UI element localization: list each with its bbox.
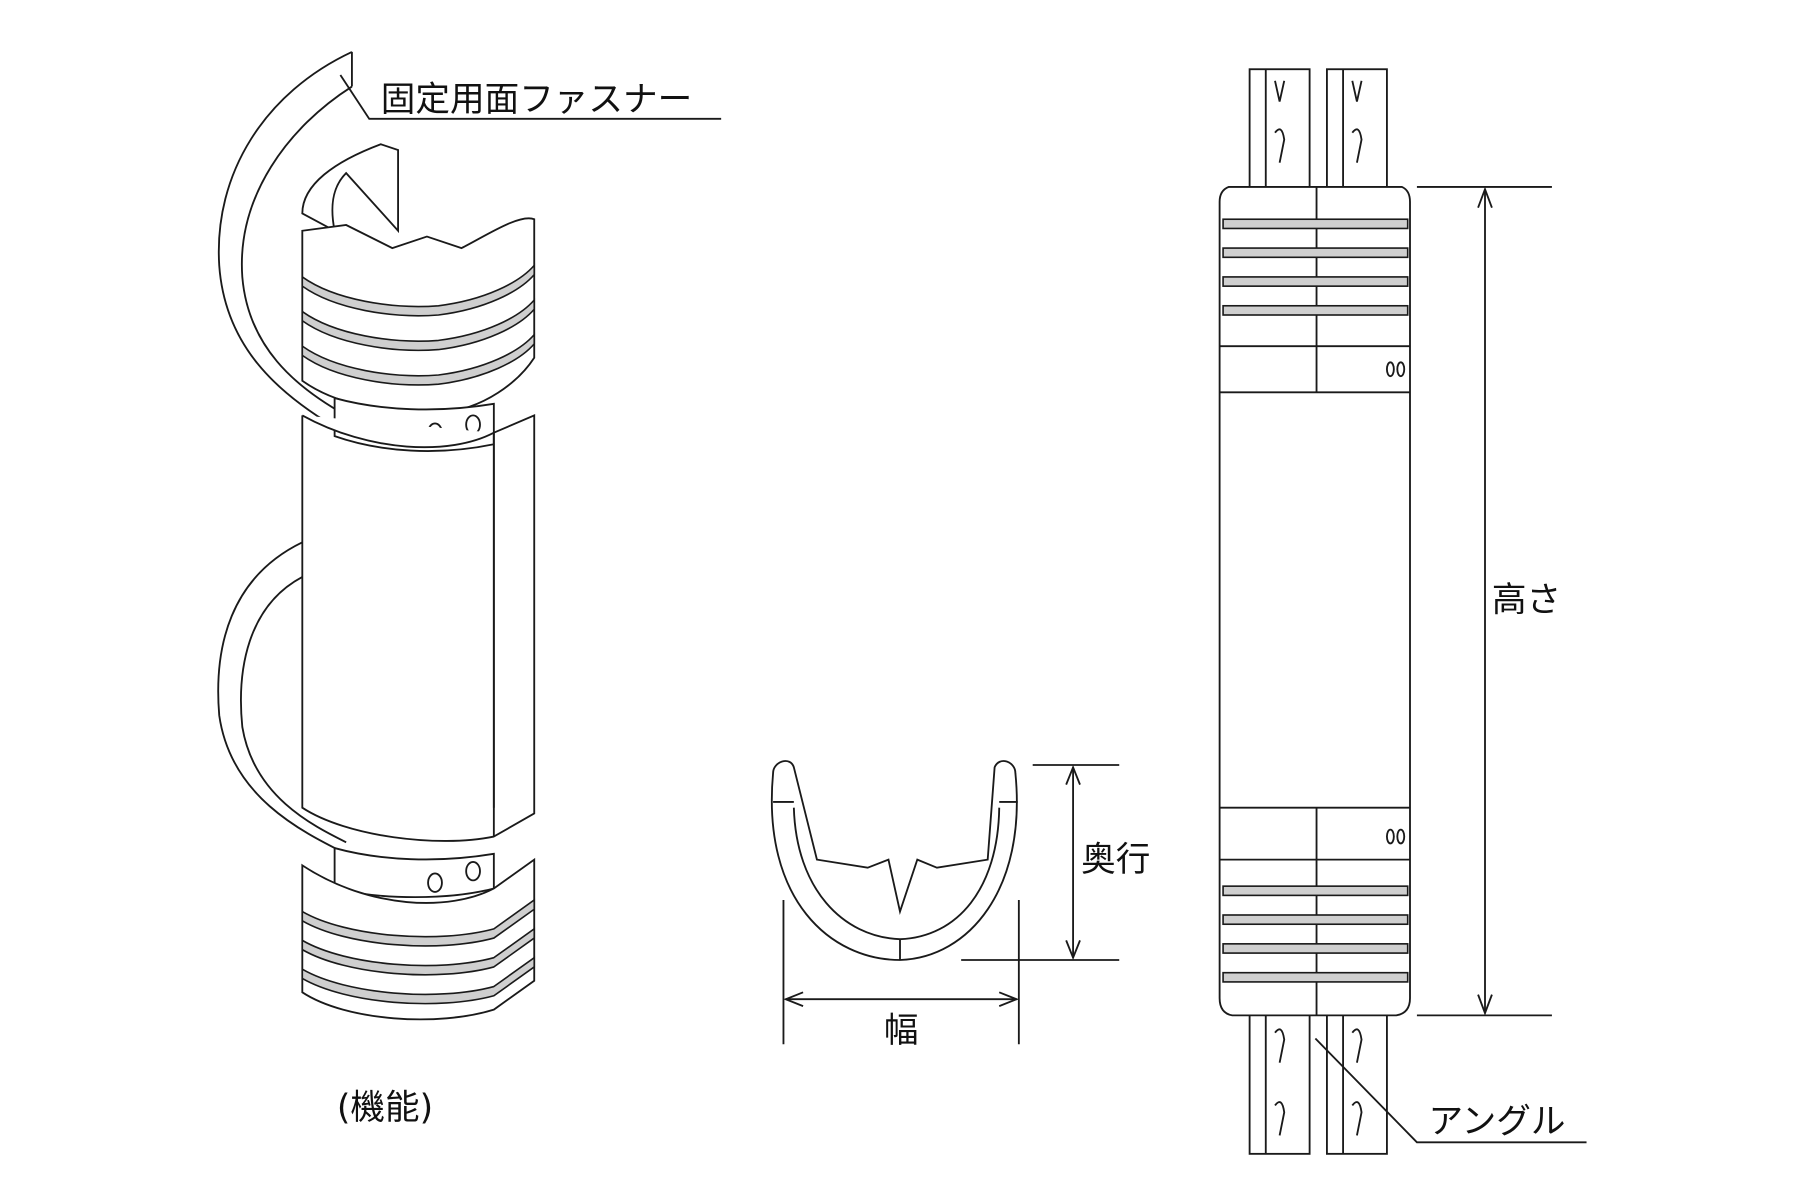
fastener-strap — [217, 51, 353, 428]
fastener-leader — [339, 74, 722, 120]
height-label: 高さ — [1492, 581, 1561, 621]
ribs-top — [1222, 218, 1409, 316]
angle-label: アングル — [1428, 1102, 1565, 1142]
ribs-bottom — [301, 898, 536, 1005]
function-view: 固定用面ファスナー (機能) — [217, 51, 722, 1128]
depth-label: 奥行 — [1081, 840, 1150, 880]
angle-leader — [1314, 1037, 1587, 1144]
cross-section-outline — [770, 760, 1018, 961]
installed-view: 高さ アングル — [1218, 68, 1587, 1155]
fastener-label: 固定用面ファスナー — [381, 80, 692, 120]
cross-section-view: 奥行 幅 — [770, 760, 1150, 1051]
function-label: (機能) — [337, 1088, 433, 1128]
width-label: 幅 — [884, 1011, 919, 1051]
ribs-top — [301, 263, 536, 386]
ribs-bottom — [1222, 885, 1409, 983]
